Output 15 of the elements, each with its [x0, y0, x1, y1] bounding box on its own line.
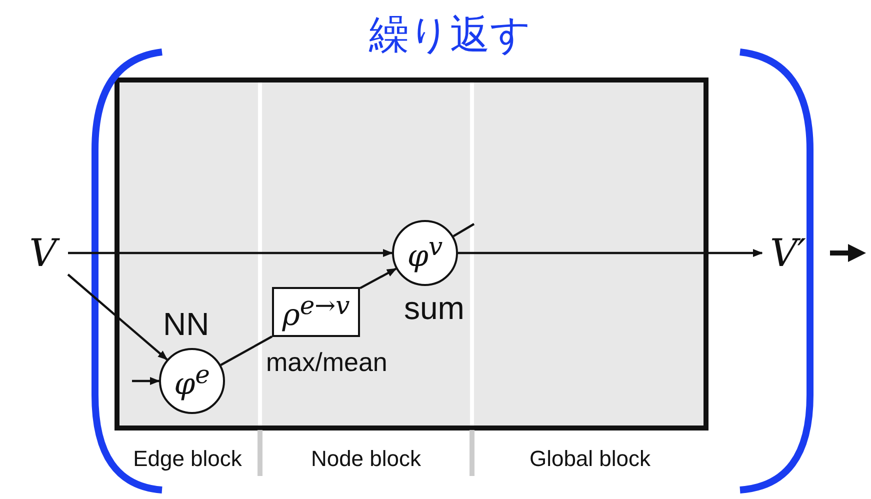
variable-label: V′	[762, 228, 814, 278]
arrow	[67, 274, 168, 360]
node-caption: sum	[404, 290, 464, 327]
node-caption: NN	[163, 306, 210, 343]
arrow	[68, 249, 393, 257]
block-label: Global block	[528, 446, 652, 472]
variable-label: V	[18, 228, 68, 278]
block-label: Node block	[310, 446, 422, 472]
title-text: 繰り返す	[368, 12, 532, 59]
arrow	[359, 268, 397, 290]
arrow	[132, 377, 160, 385]
block-label: Edge block	[132, 446, 243, 472]
node-caption: max/mean	[266, 347, 388, 378]
aggregation-box: ρ$^{e→v}$	[272, 287, 360, 337]
arrow	[458, 249, 763, 257]
